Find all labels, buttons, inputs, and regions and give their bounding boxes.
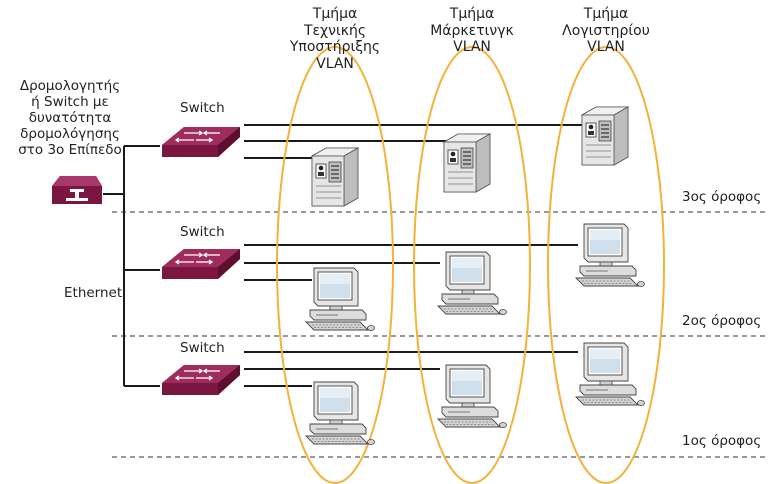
workstation-icon xyxy=(305,381,375,445)
vlan-title-line: Τμήμα xyxy=(312,6,358,22)
floor-label-3: 3ος όροφος xyxy=(682,189,762,205)
floor-label-2: 2ος όροφος xyxy=(682,313,762,329)
vlan-title-line: VLAN xyxy=(587,39,625,55)
router-icon xyxy=(52,176,102,204)
router-label-line: στο 3ο Επίπεδο xyxy=(18,142,122,158)
router-label-line: δρομολόγησης xyxy=(20,126,120,142)
vlan-title-line: Τμήμα xyxy=(583,6,629,22)
workstation-icon xyxy=(575,342,645,406)
vlan-title-line: Υποστήριξης xyxy=(289,39,381,55)
floor-label-1: 1ος όροφος xyxy=(682,433,762,449)
workstation-icon xyxy=(575,223,645,287)
server-icon xyxy=(581,106,629,166)
router-label-line: Δρομολογητής xyxy=(19,78,121,94)
vlan-title-marketing: Τμήμα Μάρκετινγκ VLAN xyxy=(402,6,542,56)
vlan-title-line: VLAN xyxy=(453,39,491,55)
ethernet-label: Ethernet xyxy=(64,285,123,301)
vlan-title-line: Τεχνικής xyxy=(303,22,367,39)
switch-icon xyxy=(161,126,241,158)
vlan-title-technical-support: Τμήμα Τεχνικής Υποστήριξης VLAN xyxy=(265,6,405,72)
switch-label: Switch xyxy=(180,224,225,240)
router-label: Δρομολογητής ή Switch με δυνατότητα δρομ… xyxy=(0,78,140,158)
server-icon xyxy=(443,133,491,193)
vlan-cables xyxy=(244,124,582,387)
vlan-title-accounting: Τμήμα Λογιστηρίου VLAN xyxy=(536,6,676,56)
vlan-title-line: VLAN xyxy=(316,55,354,72)
switch-icon xyxy=(161,364,241,396)
switch-icon xyxy=(161,248,241,280)
vlan-title-line: Μάρκετινγκ xyxy=(430,22,514,39)
switch-label: Switch xyxy=(180,100,225,116)
vlan-title-line: Λογιστηρίου xyxy=(562,22,650,39)
vlan-title-line: Τμήμα xyxy=(449,6,495,22)
vlan-ellipse-technical-support xyxy=(276,46,394,484)
workstation-icon xyxy=(305,267,375,331)
backbone-lines xyxy=(103,145,160,387)
server-icon xyxy=(311,147,359,207)
workstation-icon xyxy=(437,251,507,315)
workstation-icon xyxy=(437,364,507,428)
vlan-ellipse-accounting xyxy=(547,46,665,484)
switch-label: Switch xyxy=(180,340,225,356)
router-label-line: δυνατότητα xyxy=(28,110,112,126)
vlan-ellipse-marketing xyxy=(413,46,531,484)
router-label-line: ή Switch με xyxy=(31,94,109,110)
